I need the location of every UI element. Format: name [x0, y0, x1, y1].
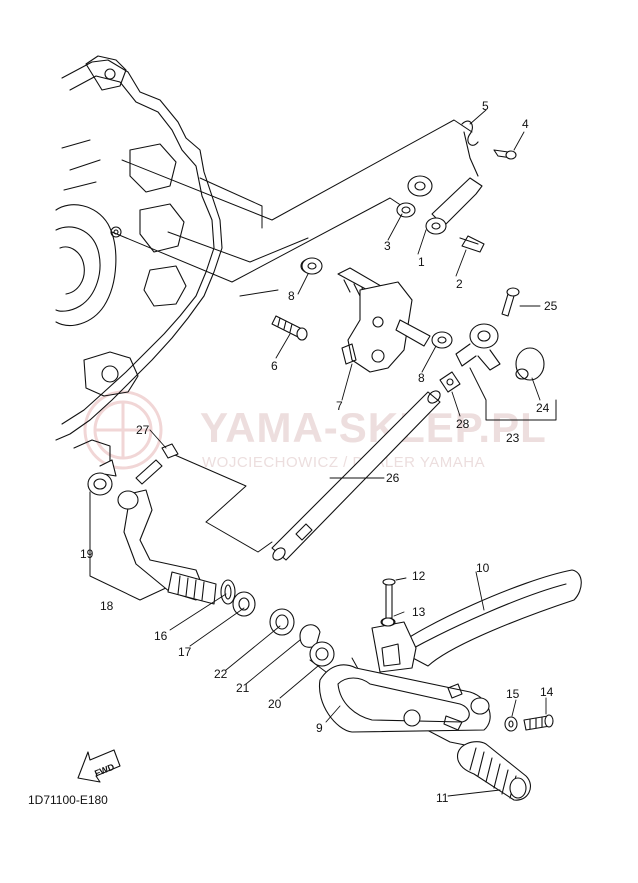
washers-circlips — [220, 579, 335, 667]
callout-1: 1 — [418, 255, 425, 269]
callout-23: 23 — [506, 431, 520, 445]
fwd-arrow-icon — [77, 749, 121, 783]
callout-12: 12 — [412, 569, 426, 583]
callout-10: 10 — [476, 561, 490, 575]
callout-22: 22 — [214, 667, 228, 681]
callout-16: 16 — [154, 629, 168, 643]
callout-21: 21 — [236, 681, 250, 695]
shift-lever — [318, 664, 491, 733]
callout-7: 7 — [336, 399, 343, 413]
callout-6: 6 — [271, 359, 278, 373]
watermark-subtitle: WOJCIECHOWICZ / DEALER YAMAHA — [202, 454, 486, 471]
callout-2: 2 — [456, 277, 463, 291]
watermark-title: YAMA-SKLEP.PL — [200, 404, 547, 451]
shift-rod-assy — [439, 287, 545, 393]
callout-20: 20 — [268, 697, 282, 711]
callout-27: 27 — [136, 423, 150, 437]
bolt-washer — [381, 617, 554, 732]
callout-13: 13 — [412, 605, 426, 619]
callout-26: 26 — [386, 471, 400, 485]
callout-8b: 8 — [418, 371, 425, 385]
callout-11: 11 — [436, 791, 449, 805]
callout-14: 14 — [540, 685, 554, 699]
crankcase — [55, 55, 223, 463]
diagram-code: 1D71100-E180 — [28, 793, 108, 807]
callout-8a: 8 — [288, 289, 295, 303]
shift-pedal — [371, 569, 582, 673]
callout-24: 24 — [536, 401, 550, 415]
callout-leaders — [149, 109, 547, 797]
shift-shaft — [271, 390, 441, 561]
callout-18: 18 — [100, 599, 114, 613]
callout-labels: 1 2 3 4 5 6 7 8 8 9 10 11 12 13 14 15 16… — [80, 99, 558, 805]
callout-4: 4 — [522, 117, 529, 131]
callout-15: 15 — [506, 687, 520, 701]
pedal-rubber — [457, 741, 531, 801]
callout-19: 19 — [80, 547, 94, 561]
shift-arm — [300, 258, 431, 373]
callout-17: 17 — [178, 645, 192, 659]
callout-9: 9 — [316, 721, 323, 735]
callout-28: 28 — [456, 417, 470, 431]
washers-and-bolt — [271, 257, 453, 349]
shift-lever-inner — [87, 443, 217, 605]
callout-3: 3 — [384, 239, 391, 253]
stopper-lever — [396, 120, 517, 253]
callout-5: 5 — [482, 99, 489, 113]
callout-25: 25 — [544, 299, 558, 313]
